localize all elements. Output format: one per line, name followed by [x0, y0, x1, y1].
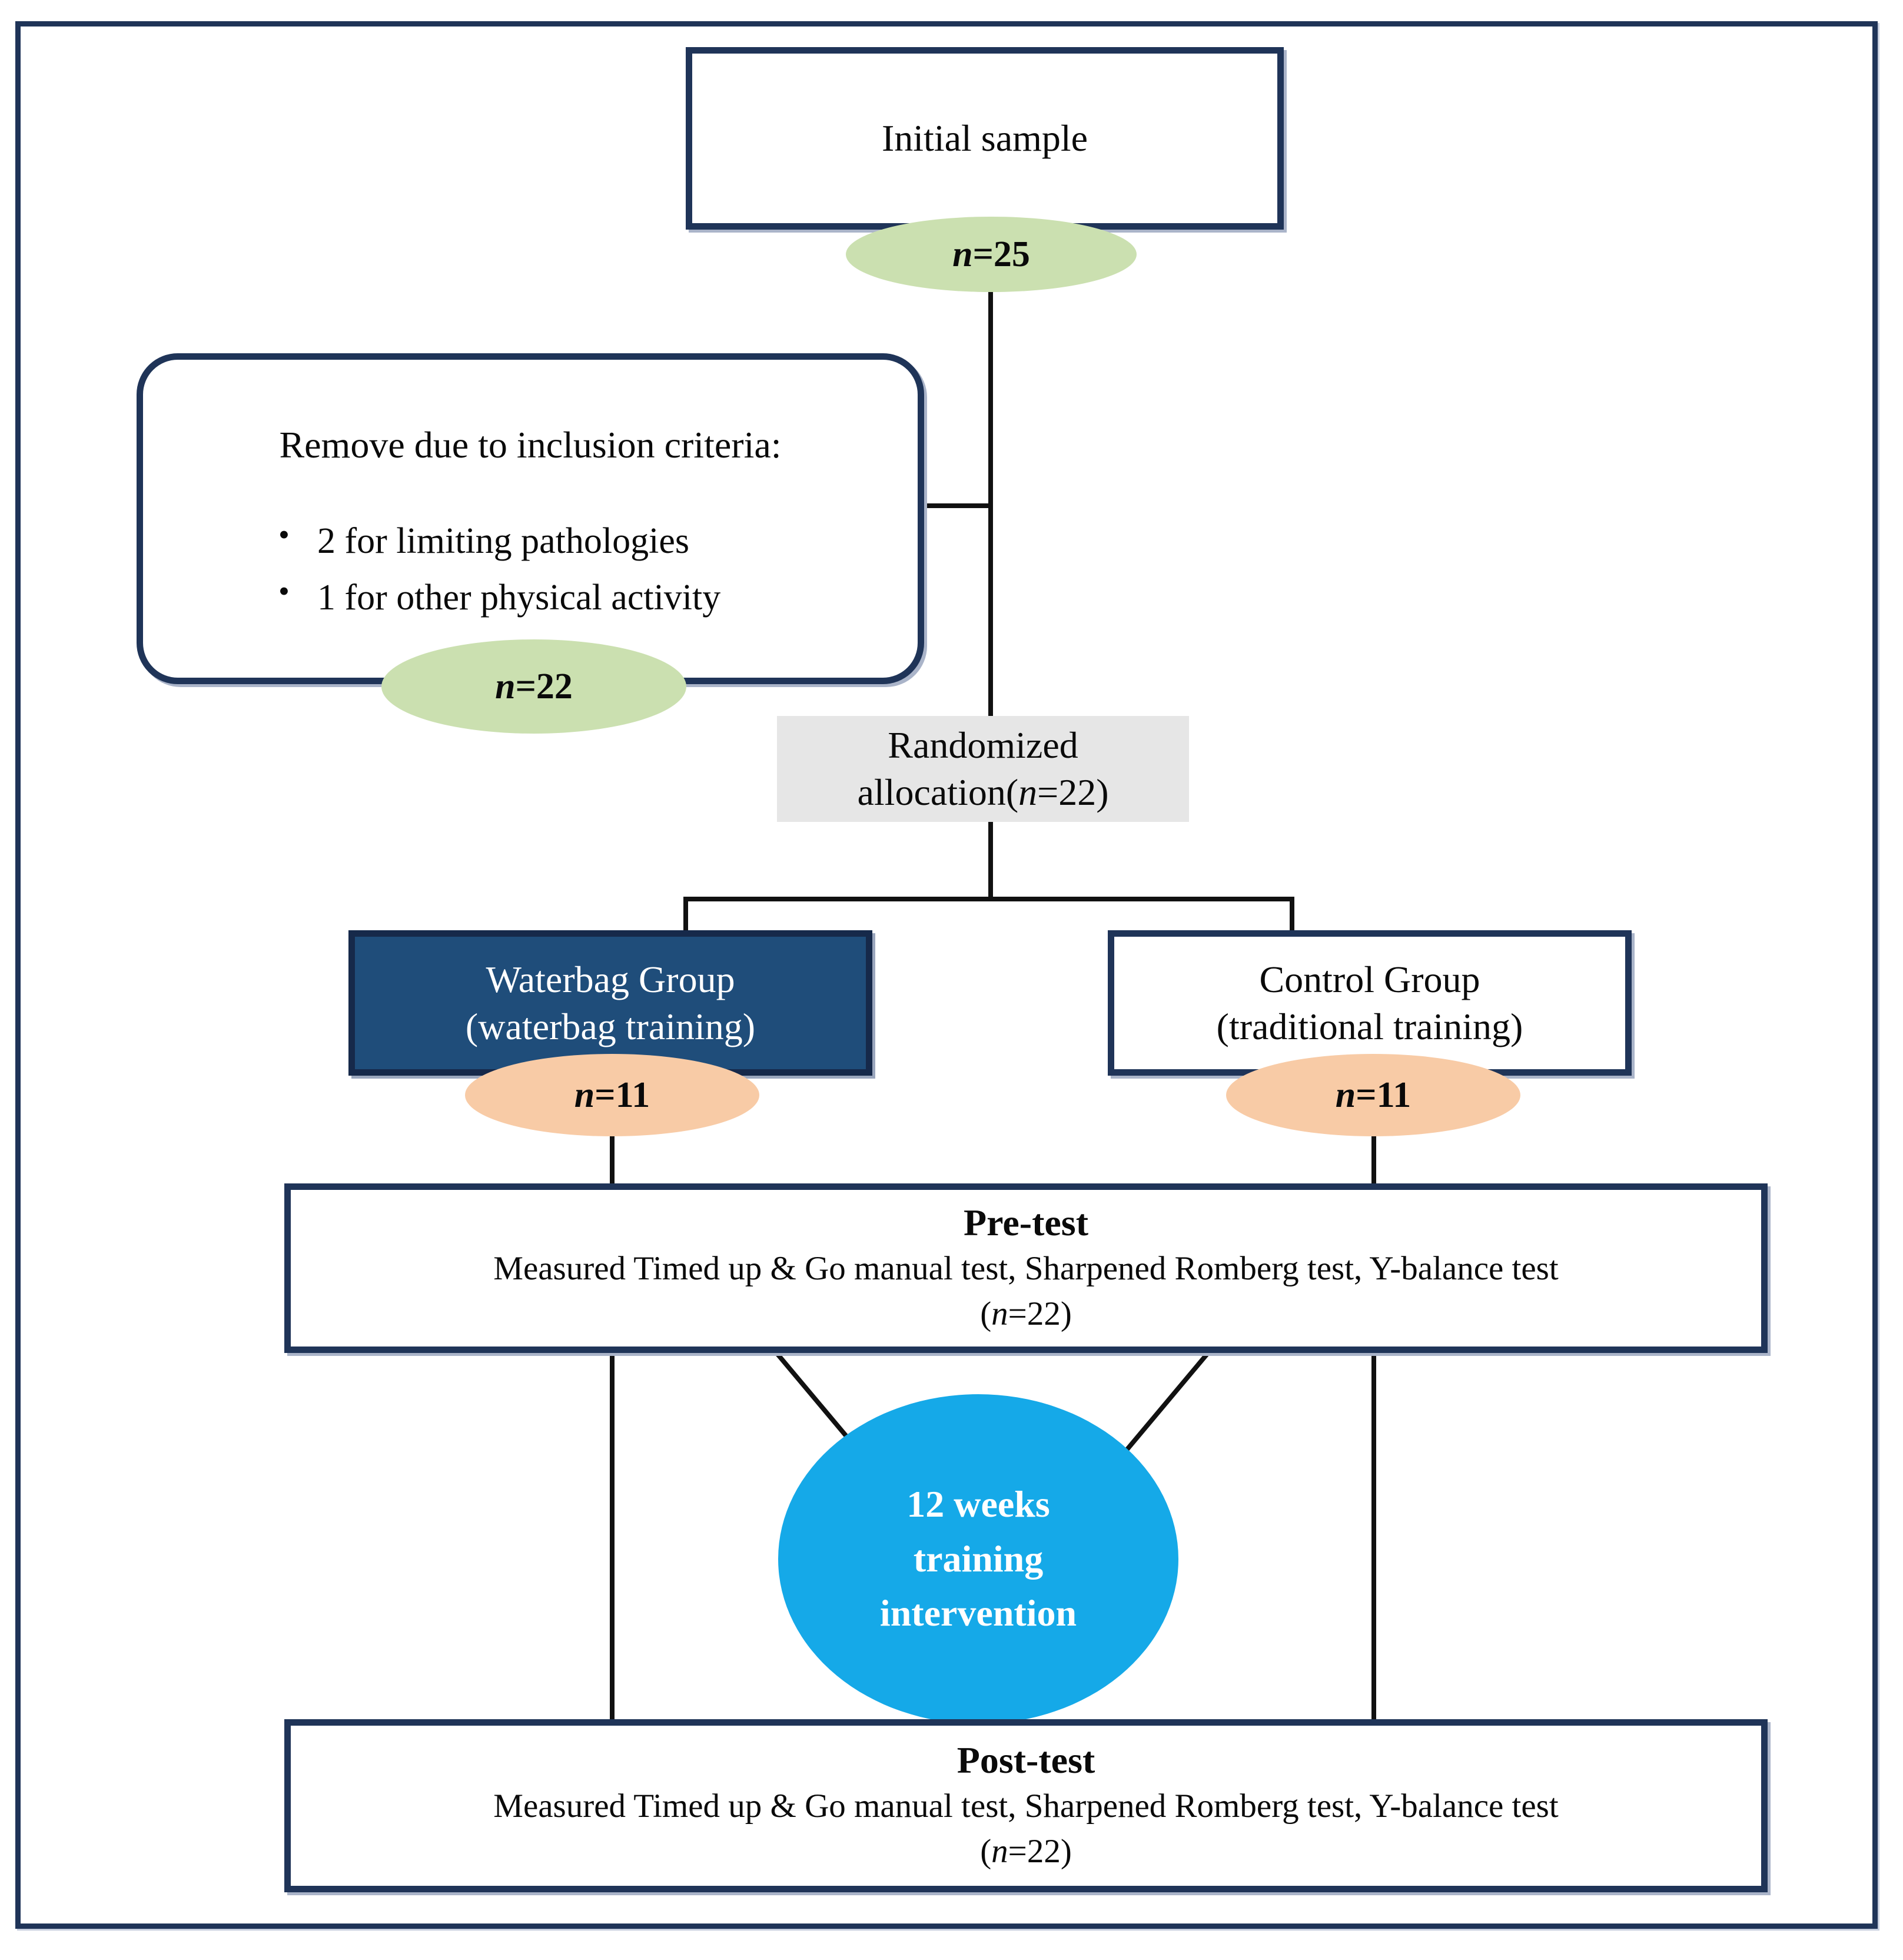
randomized-allocation-text: allocation(: [857, 771, 1019, 813]
n-value: =22): [1008, 1833, 1072, 1870]
connector-split-bar: [683, 897, 1294, 901]
node-randomized-allocation[interactable]: Randomized allocation(n=22): [777, 716, 1189, 822]
pretest-title: Pre-test: [964, 1202, 1088, 1244]
connector-control-to-pretest: [1371, 1119, 1376, 1189]
badge-control-n: n=11: [1226, 1054, 1520, 1136]
randomized-line-1: Randomized: [888, 724, 1078, 766]
intervention-weeks-number: 12: [906, 1483, 945, 1525]
node-waterbag-group[interactable]: Waterbag Group (waterbag training): [348, 930, 872, 1076]
control-group-line-2: (traditional training): [1216, 1005, 1523, 1047]
posttest-n: (n=22): [980, 1833, 1072, 1870]
connector-randomized-down: [988, 820, 993, 899]
connector-trunk-to-removed: [914, 503, 992, 508]
waterbag-group-line-1: Waterbag Group: [486, 958, 735, 1000]
list-item: 2 for limiting pathologies: [273, 510, 720, 569]
n-value: =22): [1037, 771, 1109, 813]
badge-removed-n: n=22: [381, 639, 686, 734]
n-symbol: n: [991, 1295, 1008, 1332]
randomized-line-2: allocation(n=22): [857, 769, 1108, 816]
intervention-line-2: training: [913, 1537, 1044, 1580]
posttest-title: Post-test: [957, 1739, 1095, 1782]
intervention-line-1: 12 weeks: [906, 1477, 1050, 1532]
n-value: =25: [972, 234, 1030, 274]
initial-sample-label: Initial sample: [881, 117, 1088, 159]
n-symbol: n: [1018, 771, 1038, 813]
connector-split-right-down: [1290, 897, 1294, 934]
figure-border: [15, 21, 1878, 1929]
node-training-intervention[interactable]: 12 weeks training intervention: [778, 1394, 1178, 1724]
n-symbol: n: [991, 1833, 1008, 1870]
control-group-line-1: Control Group: [1259, 958, 1480, 1000]
n-symbol: n: [1335, 1074, 1356, 1115]
node-posttest[interactable]: Post-test Measured Timed up & Go manual …: [284, 1719, 1768, 1892]
intervention-line-3: intervention: [879, 1592, 1077, 1634]
n-value: =11: [1356, 1074, 1412, 1115]
list-item: 1 for other physical activity: [273, 567, 720, 626]
node-pretest[interactable]: Pre-test Measured Timed up & Go manual t…: [284, 1183, 1768, 1353]
connector-waterbag-to-pretest: [610, 1119, 615, 1189]
connector-pretest-to-posttest-right: [1371, 1351, 1376, 1723]
node-initial-sample[interactable]: Initial sample: [686, 47, 1284, 230]
pretest-n: (n=22): [980, 1295, 1072, 1332]
n-symbol: n: [574, 1074, 595, 1115]
n-symbol: n: [495, 666, 516, 707]
n-value: =11: [595, 1074, 650, 1115]
waterbag-group-line-2: (waterbag training): [465, 1005, 756, 1047]
removed-reason-list: 2 for limiting pathologies 1 for other p…: [273, 510, 720, 626]
n-value: =22: [515, 666, 573, 707]
n-value: =22): [1008, 1295, 1072, 1332]
badge-waterbag-n: n=11: [465, 1054, 759, 1136]
pretest-measures: Measured Timed up & Go manual test, Shar…: [493, 1250, 1559, 1288]
n-symbol: n: [952, 234, 973, 274]
connector-pretest-to-posttest-left: [610, 1351, 615, 1723]
posttest-measures: Measured Timed up & Go manual test, Shar…: [493, 1787, 1559, 1825]
badge-initial-sample-n: n=25: [846, 217, 1137, 292]
intervention-weeks-word: weeks: [944, 1483, 1050, 1525]
connector-split-left-down: [683, 897, 688, 934]
node-removed-inclusion-criteria[interactable]: Remove due to inclusion criteria: 2 for …: [137, 353, 924, 684]
removed-heading: Remove due to inclusion criteria:: [279, 424, 782, 466]
